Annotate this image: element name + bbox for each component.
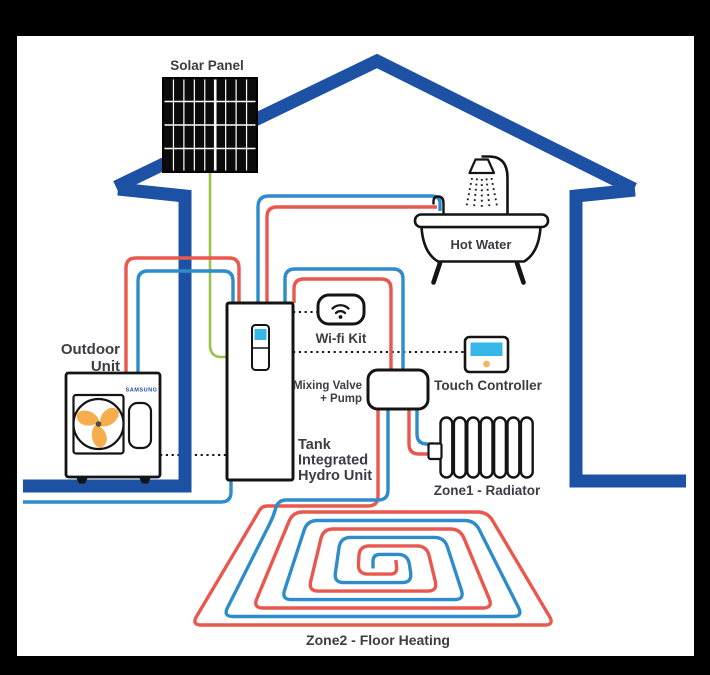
mixing-valve-label-line2: + Pump xyxy=(320,393,362,405)
floor-heating-loop-hot xyxy=(193,409,553,627)
floor-heating-loop-cold xyxy=(224,409,522,619)
zone1-radiator-label: Zone1 - Radiator xyxy=(434,483,541,498)
pipe-outdoor-to-tank-cold xyxy=(136,269,235,373)
wifi-kit-label: Wi-fi Kit xyxy=(316,331,367,346)
radiator-fin xyxy=(466,416,481,479)
outdoor-unit-label-line2: Unit xyxy=(91,358,120,375)
pipe-tank-to-mixing-hot xyxy=(292,277,393,372)
outdoor-unit-label-line1: Outdoor xyxy=(61,341,120,358)
shower-arm xyxy=(481,155,509,214)
outdoor-unit-foot-right xyxy=(139,477,151,484)
tank-integrated-hydro-unit xyxy=(225,301,295,482)
labels-layer: Solar Panel Outdoor Unit Wi-fi Kit Mixin… xyxy=(61,58,543,648)
fan-blade xyxy=(99,407,119,427)
bathtub-body xyxy=(420,225,542,263)
pipe-outdoor-to-tank-hot xyxy=(124,256,241,373)
fan-icon xyxy=(76,407,119,448)
touch-controller xyxy=(463,335,510,374)
zone2-floor-heating-label: Zone2 - Floor Heating xyxy=(306,632,450,648)
samsung-logo: SAMSUNG xyxy=(126,388,158,394)
radiator-valve xyxy=(427,442,443,461)
touch-controller-label: Touch Controller xyxy=(434,378,542,393)
pipe-tank-to-bath-cold xyxy=(256,194,442,303)
bathtub-rim xyxy=(413,213,550,229)
tank-body xyxy=(225,301,295,482)
tank-display xyxy=(254,329,267,340)
radiator xyxy=(427,416,534,479)
touch-controller-screen xyxy=(470,342,503,356)
bathtub-leg-right xyxy=(514,260,526,285)
bathtub xyxy=(413,155,550,285)
comm-lines xyxy=(160,311,465,456)
pipe-mixing-to-radiator-hot xyxy=(407,407,434,456)
shower-spray xyxy=(465,177,498,209)
mixing-valve-label-line1: Mixing Valve xyxy=(293,380,362,392)
solar-panel-grid xyxy=(164,79,256,171)
shower-head-icon xyxy=(468,158,496,175)
pipe-tank-to-bath-hot xyxy=(265,205,437,303)
outdoor-unit: SAMSUNG xyxy=(64,371,162,484)
pipe-tank-to-mixing-cold xyxy=(283,267,405,372)
radiator-fin xyxy=(492,416,508,479)
wifi-icon xyxy=(331,304,350,319)
outdoor-unit-foot-left xyxy=(76,477,88,484)
bathtub-leg-left xyxy=(431,260,443,285)
solar-panel-label: Solar Panel xyxy=(170,58,244,73)
radiator-fin xyxy=(452,416,467,479)
solar-panel xyxy=(162,77,258,173)
radiator-fin xyxy=(479,416,494,479)
outdoor-unit-grille xyxy=(127,401,153,450)
fan-blade xyxy=(76,410,100,426)
fan-hub xyxy=(95,421,102,427)
tank-label-line2: Integrated xyxy=(298,453,368,469)
wifi-kit-body xyxy=(316,293,366,326)
mixing-valve-pump xyxy=(366,368,430,411)
tank-label-line3: Hydro Unit xyxy=(298,468,372,484)
house-left-wall xyxy=(23,182,192,493)
radiator-fin xyxy=(506,416,521,479)
pipe-ground-loop xyxy=(23,477,233,504)
fan-blade xyxy=(91,423,107,448)
pipes xyxy=(23,172,553,627)
house-right-wall xyxy=(569,183,686,488)
pipe-solar-to-tank xyxy=(208,172,227,359)
radiator-fin xyxy=(519,416,534,479)
pipe-mixing-to-radiator-cold xyxy=(415,407,434,446)
tank-label-line1: Tank xyxy=(298,437,332,453)
touch-controller-button xyxy=(483,360,490,368)
wifi-kit xyxy=(316,293,366,326)
bath-faucet xyxy=(432,195,445,214)
hot-water-label: Hot Water xyxy=(451,237,512,252)
radiator-fins xyxy=(439,416,534,479)
